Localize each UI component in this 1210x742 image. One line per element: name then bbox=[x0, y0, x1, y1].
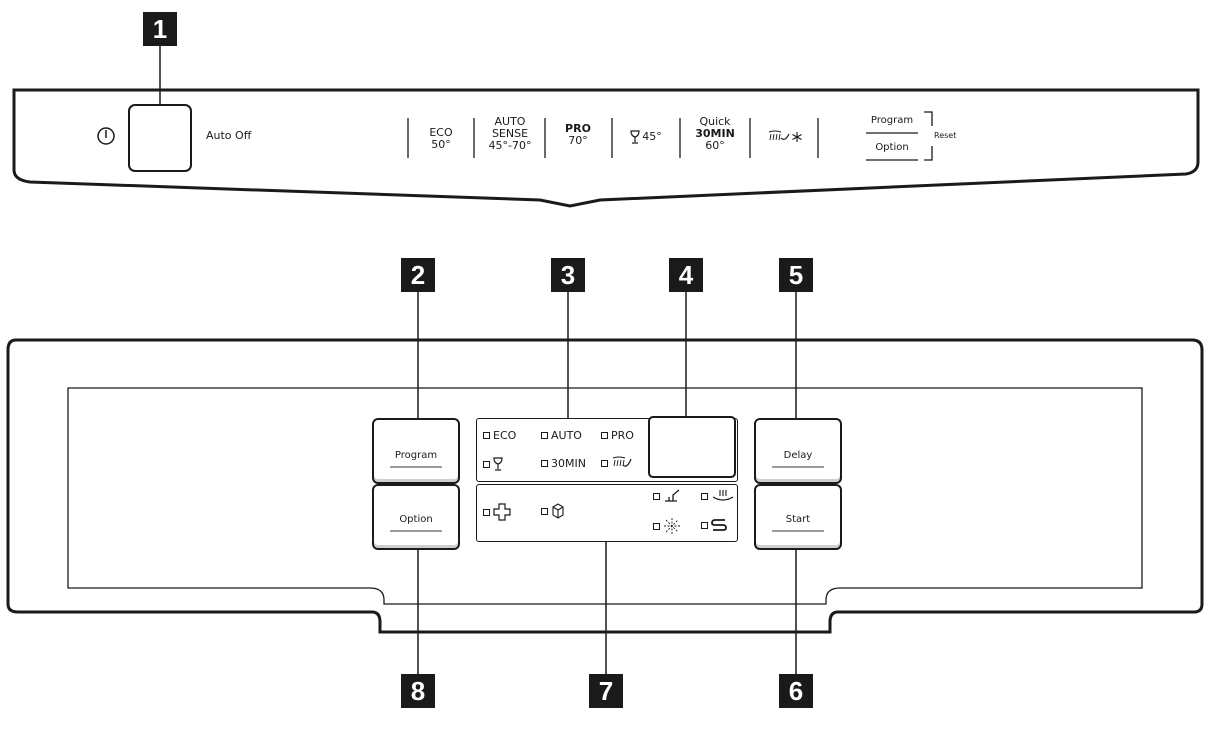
indicator-eco: ECO bbox=[483, 429, 516, 442]
callout-5: 5 bbox=[779, 258, 813, 292]
indicator-extra-hygiene bbox=[483, 503, 511, 521]
salt-icon bbox=[712, 490, 734, 501]
indicator-water-softener bbox=[701, 517, 727, 533]
rinse-aid-icon bbox=[665, 489, 680, 502]
delay-button[interactable]: Delay bbox=[754, 418, 842, 484]
sun-icon bbox=[664, 518, 680, 534]
callout-4: 4 bbox=[669, 258, 703, 292]
callout-7: 7 bbox=[589, 674, 623, 708]
softener-icon bbox=[711, 519, 727, 531]
program-button[interactable]: Program bbox=[372, 418, 460, 484]
rinse-dry-icon bbox=[756, 128, 814, 149]
glass-icon bbox=[493, 457, 503, 471]
indicator-rinse-aid bbox=[653, 489, 683, 503]
power-button[interactable] bbox=[128, 104, 192, 172]
glass-icon bbox=[630, 130, 640, 144]
indicator-dry bbox=[653, 517, 681, 535]
indicator-glass bbox=[483, 457, 503, 471]
bottom-panel-outline bbox=[6, 338, 1204, 634]
reset-label: Reset bbox=[934, 131, 957, 140]
program-separators bbox=[407, 118, 819, 158]
indicator-30min: 30MIN bbox=[541, 457, 586, 470]
indicator-auto: AUTO bbox=[541, 429, 582, 442]
start-button[interactable]: Start bbox=[754, 484, 842, 550]
callout-6: 6 bbox=[779, 674, 813, 708]
bottom-panel-inner bbox=[67, 387, 1143, 605]
indicator-rinse bbox=[601, 455, 633, 471]
reset-bracket bbox=[866, 111, 933, 161]
auto-off-label: Auto Off bbox=[206, 129, 252, 142]
power-icon bbox=[96, 126, 116, 150]
callout-2: 2 bbox=[401, 258, 435, 292]
top-program-label: Program bbox=[870, 115, 914, 126]
rinse-icon bbox=[612, 456, 632, 467]
leaders-bottom bbox=[417, 290, 797, 674]
callout-3: 3 bbox=[551, 258, 585, 292]
tablet-icon bbox=[552, 503, 564, 519]
top-panel-outline bbox=[12, 88, 1200, 208]
display-screen bbox=[648, 416, 736, 478]
option-indicator-panel bbox=[476, 484, 738, 542]
top-option-label: Option bbox=[875, 142, 909, 153]
plus-shield-icon bbox=[493, 503, 511, 521]
option-button[interactable]: Option bbox=[372, 484, 460, 550]
callout-1: 1 bbox=[143, 12, 177, 46]
callout-8: 8 bbox=[401, 674, 435, 708]
indicator-pro: PRO bbox=[601, 429, 634, 442]
program-glass: 45° bbox=[616, 130, 676, 144]
indicator-salt bbox=[701, 489, 735, 503]
indicator-tablet bbox=[541, 503, 565, 519]
